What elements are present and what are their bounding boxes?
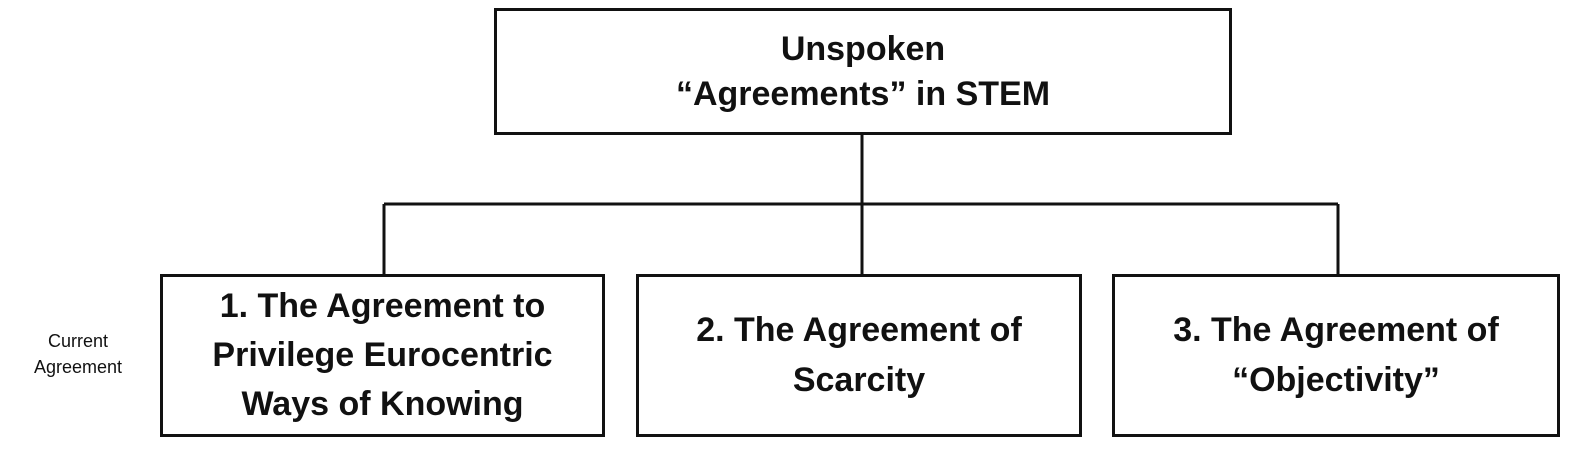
current-agreement-label: Current Agreement bbox=[14, 328, 142, 380]
agreement-1-line-1: 1. The Agreement to bbox=[219, 286, 546, 325]
agreement-node-3: 3. The Agreement of “Objectivity” bbox=[1112, 274, 1560, 437]
root-title-line-2: “Agreements” in STEM bbox=[675, 74, 1051, 113]
agreement-node-2: 2. The Agreement of Scarcity bbox=[636, 274, 1082, 437]
agreement-3-line-1: 3. The Agreement of bbox=[1173, 311, 1499, 350]
agreement-3-line-2: “Objectivity” bbox=[1232, 360, 1440, 399]
root-node: Unspoken “Agreements” in STEM bbox=[494, 8, 1232, 135]
side-label-line-1: Current bbox=[47, 331, 109, 351]
agreement-1-line-2: Privilege Eurocentric bbox=[212, 335, 553, 374]
agreement-node-1: 1. The Agreement to Privilege Eurocentri… bbox=[160, 274, 605, 437]
agreement-2-line-2: Scarcity bbox=[792, 360, 926, 399]
agreement-2-line-1: 2. The Agreement of bbox=[696, 311, 1022, 350]
side-label-line-2: Agreement bbox=[33, 357, 123, 378]
root-title-line-1: Unspoken bbox=[780, 30, 946, 69]
agreement-1-line-3: Ways of Knowing bbox=[241, 385, 524, 424]
